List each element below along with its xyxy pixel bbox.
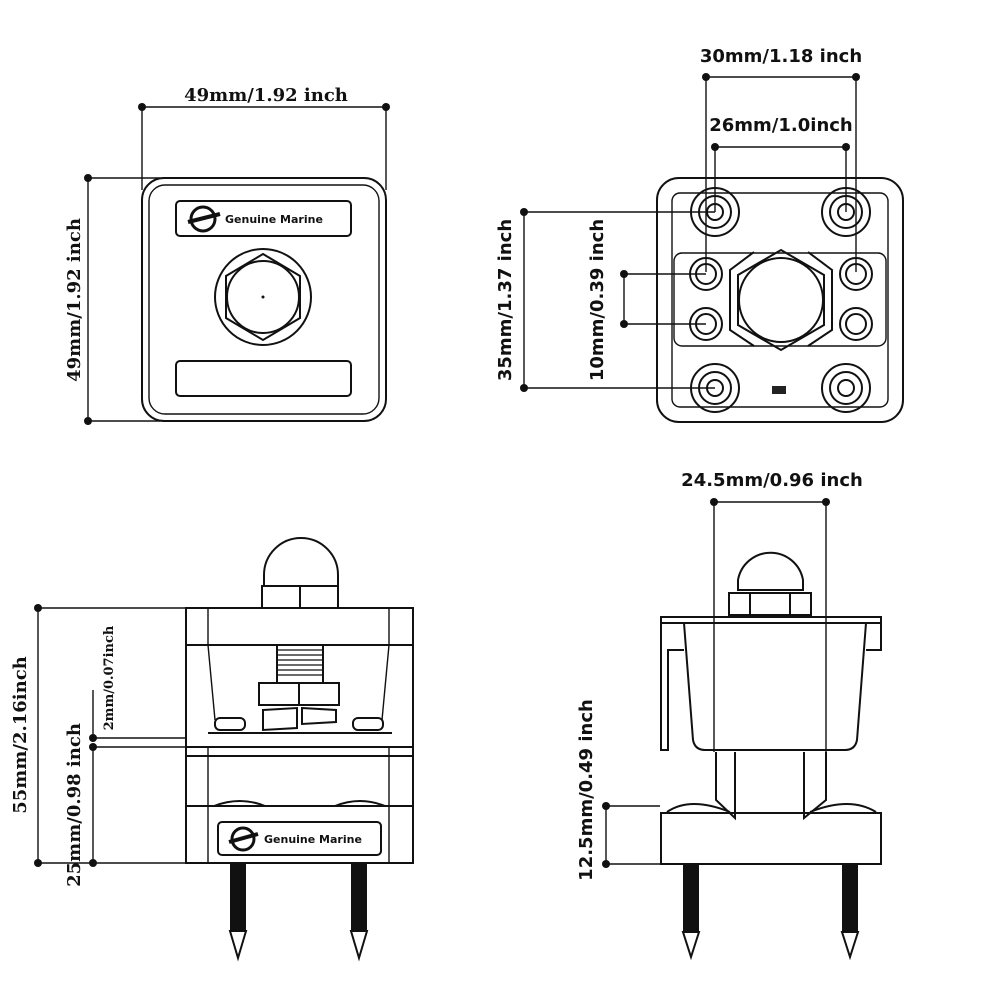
side-total-height-label: 55mm/2.16inch [10, 656, 31, 814]
back-center-hex [737, 248, 825, 352]
side-brand-plate [217, 821, 382, 856]
end-base-height-label: 12.5mm/0.49 inch [576, 699, 597, 881]
back-view: 30mm/1.18 inch 26mm/1.0inch 35mm/1.37 in… [495, 46, 904, 423]
side-view: 55mm/2.16inch 25mm/0.98 inch 2mm/0.07inc… [10, 537, 414, 962]
end-base [660, 812, 882, 865]
end-cap-nut [737, 551, 804, 591]
end-view: 24.5mm/0.96 inch 12.5mm/0.49 inch [576, 470, 882, 961]
back-mount-holes [690, 187, 871, 413]
back-inner-vertical-label: 10mm/0.39 inch [587, 219, 608, 381]
front-width-label: 49mm/1.92 inch [184, 85, 348, 106]
back-terminal-holes [689, 257, 873, 341]
side-top-plate [185, 607, 414, 646]
side-cap-nut [263, 537, 339, 587]
front-brand-plate [175, 200, 352, 237]
front-view: 49mm/1.92 inch 49mm/1.92 inch Genuine Ma… [64, 85, 390, 425]
back-outer-width-label: 30mm/1.18 inch [700, 46, 862, 67]
back-inner-width-label: 26mm/1.0inch [709, 115, 853, 136]
back-body [656, 177, 904, 423]
brand-logo-icon [187, 205, 221, 233]
side-base-height-label: 25mm/0.98 inch [64, 723, 85, 887]
brand-logo-icon [228, 826, 259, 852]
side-threaded-stud [276, 644, 324, 684]
front-brand-text: Genuine Marine [225, 213, 323, 226]
side-gap-label: 2mm/0.07inch [102, 625, 117, 730]
end-mount-screws [681, 864, 860, 961]
side-brand-text: Genuine Marine [264, 833, 362, 846]
back-vertical-label: 35mm/1.37 inch [495, 219, 516, 381]
end-body [683, 622, 867, 751]
front-body [141, 177, 387, 422]
end-width-label: 24.5mm/0.96 inch [681, 470, 863, 491]
front-height-label: 49mm/1.92 inch [64, 218, 85, 382]
side-mount-screws [228, 863, 369, 962]
front-label-plate [175, 360, 352, 397]
front-terminal-nut [214, 248, 312, 346]
